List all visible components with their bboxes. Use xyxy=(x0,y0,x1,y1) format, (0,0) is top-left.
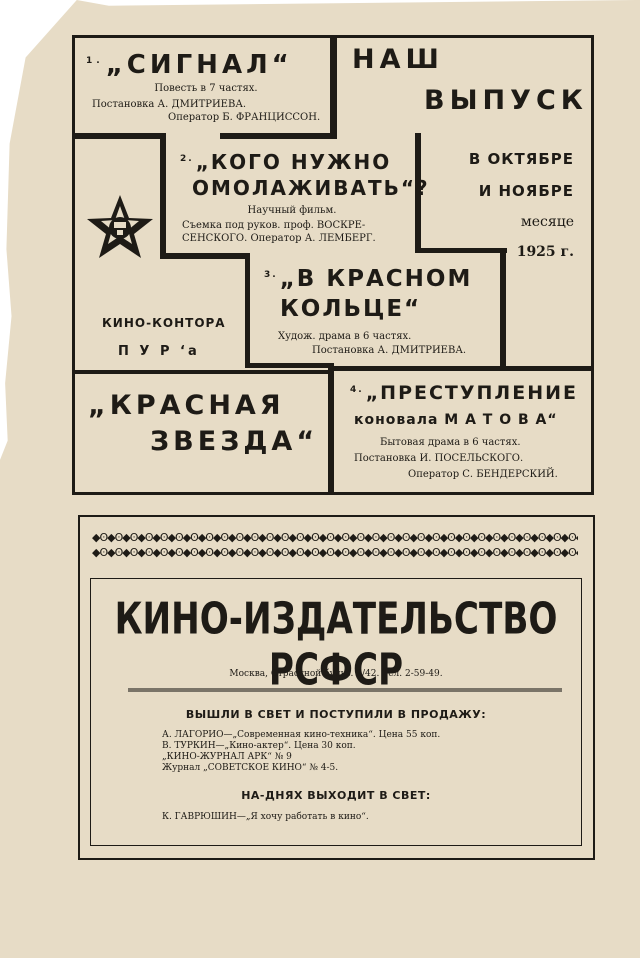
film-2-genre: Научный фильм. xyxy=(247,205,337,216)
film-3-block: 3.„В КРАСНОМ КОЛЬЦЕ“ Худож. драма в 6 ча… xyxy=(254,258,498,362)
list-item: Журнал „СОВЕТСКОЕ КИНО“ № 4-5. xyxy=(162,763,339,773)
film-4-title-line-2: коновала М А Т О В А“ xyxy=(354,412,558,428)
studio-pur: П У Р ‘а xyxy=(118,344,200,359)
film-4-director: Постановка И. ПОСЕЛЬСКОГО. xyxy=(354,453,524,464)
film-3-number: 3. xyxy=(264,270,278,281)
publisher-heading-upcoming: НА-ДНЯХ ВЫХОДИТ В СВЕТ: xyxy=(241,789,431,802)
film-1-block: 1.„СИГНАЛ“ Повесть в 7 частях. Постановк… xyxy=(86,42,322,130)
publisher-ad-outer-frame xyxy=(78,515,595,860)
divider xyxy=(415,248,507,253)
divider xyxy=(72,133,164,139)
divider xyxy=(160,133,166,259)
film-4-title-line-1: 4.„ПРЕСТУПЛЕНИЕ xyxy=(350,382,578,404)
publisher-upcoming-item: К. ГАВРЮШИН—„Я хочу работать в кино“. xyxy=(162,812,369,822)
publisher-name: КИНО-ИЗДАТЕЛЬСТВО РСФСР xyxy=(114,593,558,695)
list-item: А. ЛАГОРИО—„Современная кино-техника“. Ц… xyxy=(162,730,441,740)
publisher-inner-frame xyxy=(90,578,582,846)
publisher-book-list: А. ЛАГОРИО—„Современная кино-техника“. Ц… xyxy=(162,730,440,774)
publisher-rule xyxy=(128,688,562,692)
release-month-word: месяце xyxy=(520,214,574,230)
studio-name-line-2: ЗВЕЗДА“ xyxy=(150,426,319,457)
divider xyxy=(330,366,594,371)
studio-name-line-1: „КРАСНАЯ xyxy=(88,390,285,421)
publisher-address: Москва, Страстной бульв. 2/42. Тел. 2-59… xyxy=(229,669,443,679)
film-3-director: Постановка А. ДМИТРИЕВА. xyxy=(312,345,467,356)
film-2-title-line-1: 2.„КОГО НУЖНО xyxy=(180,150,392,174)
divider xyxy=(72,370,330,374)
film-4-operator: Оператор С. БЕНДЕРСКИЙ. xyxy=(408,469,558,480)
film-2-number: 2. xyxy=(180,154,194,165)
release-heading-2: ВЫПУСК xyxy=(424,85,588,116)
divider xyxy=(500,250,506,366)
publisher-heading-available: ВЫШЛИ В СВЕТ И ПОСТУПИЛИ В ПРОДАЖУ: xyxy=(185,708,487,721)
film-3-genre: Худож. драма в 6 частях. xyxy=(278,331,412,342)
divider xyxy=(330,35,337,133)
red-star-emblem-icon xyxy=(87,195,153,258)
film-2-block: 2.„КОГО НУЖНО ОМОЛАЖИВАТЬ“? Научный филь… xyxy=(172,142,428,250)
release-heading-1: НАШ xyxy=(352,44,444,75)
divider xyxy=(415,133,421,251)
release-year: 1925 г. xyxy=(516,244,574,260)
list-item: „КИНО-ЖУРНАЛ АРК“ № 9 xyxy=(162,752,292,762)
film-1-number: 1. xyxy=(86,56,104,67)
film-1-director: Постановка А. ДМИТРИЕВА. xyxy=(92,99,247,110)
film-2-credits-2: СЕНСКОГО. Оператор А. ЛЕМБЕРГ. xyxy=(182,233,376,244)
film-2-credits-1: Съемка под руков. проф. ВОСКРЕ- xyxy=(182,220,366,231)
film-1-genre: Повесть в 7 частях. xyxy=(154,83,258,94)
film-3-title-line-2: КОЛЬЦЕ“ xyxy=(280,296,422,322)
film-1-title: 1.„СИГНАЛ“ xyxy=(86,50,293,80)
film-4-number: 4. xyxy=(350,384,364,395)
release-month-2: И НОЯБРЕ xyxy=(478,182,574,200)
release-month-1: В ОКТЯБРЕ xyxy=(468,150,574,168)
divider xyxy=(328,363,334,495)
film-2-title-line-2: ОМОЛАЖИВАТЬ“? xyxy=(192,176,430,200)
diamond-border-row-2: ◆ʘ◆ʘ◆ʘ◆ʘ◆ʘ◆ʘ◆ʘ◆ʘ◆ʘ◆ʘ◆ʘ◆ʘ◆ʘ◆ʘ◆ʘ◆ʘ◆ʘ◆ʘ◆ʘ◆ʘ… xyxy=(92,547,578,559)
divider xyxy=(245,363,330,368)
film-3-title-line-1: 3.„В КРАСНОМ xyxy=(264,266,473,292)
diamond-border-row-1: ◆ʘ◆ʘ◆ʘ◆ʘ◆ʘ◆ʘ◆ʘ◆ʘ◆ʘ◆ʘ◆ʘ◆ʘ◆ʘ◆ʘ◆ʘ◆ʘ◆ʘ◆ʘ◆ʘ◆ʘ… xyxy=(92,532,578,544)
list-item: В. ТУРКИН—„Кино-актер“. Цена 30 коп. xyxy=(162,741,356,751)
divider xyxy=(160,253,250,259)
divider xyxy=(220,133,337,139)
film-4-genre: Бытовая драма в 6 частях. xyxy=(380,437,521,448)
studio-type: КИНО-КОНТОРА xyxy=(102,316,226,330)
divider xyxy=(245,253,250,363)
film-4-block: 4.„ПРЕСТУПЛЕНИЕ коновала М А Т О В А“ Бы… xyxy=(340,374,588,490)
film-1-operator: Оператор Б. ФРАНЦИССОН. xyxy=(168,112,321,123)
